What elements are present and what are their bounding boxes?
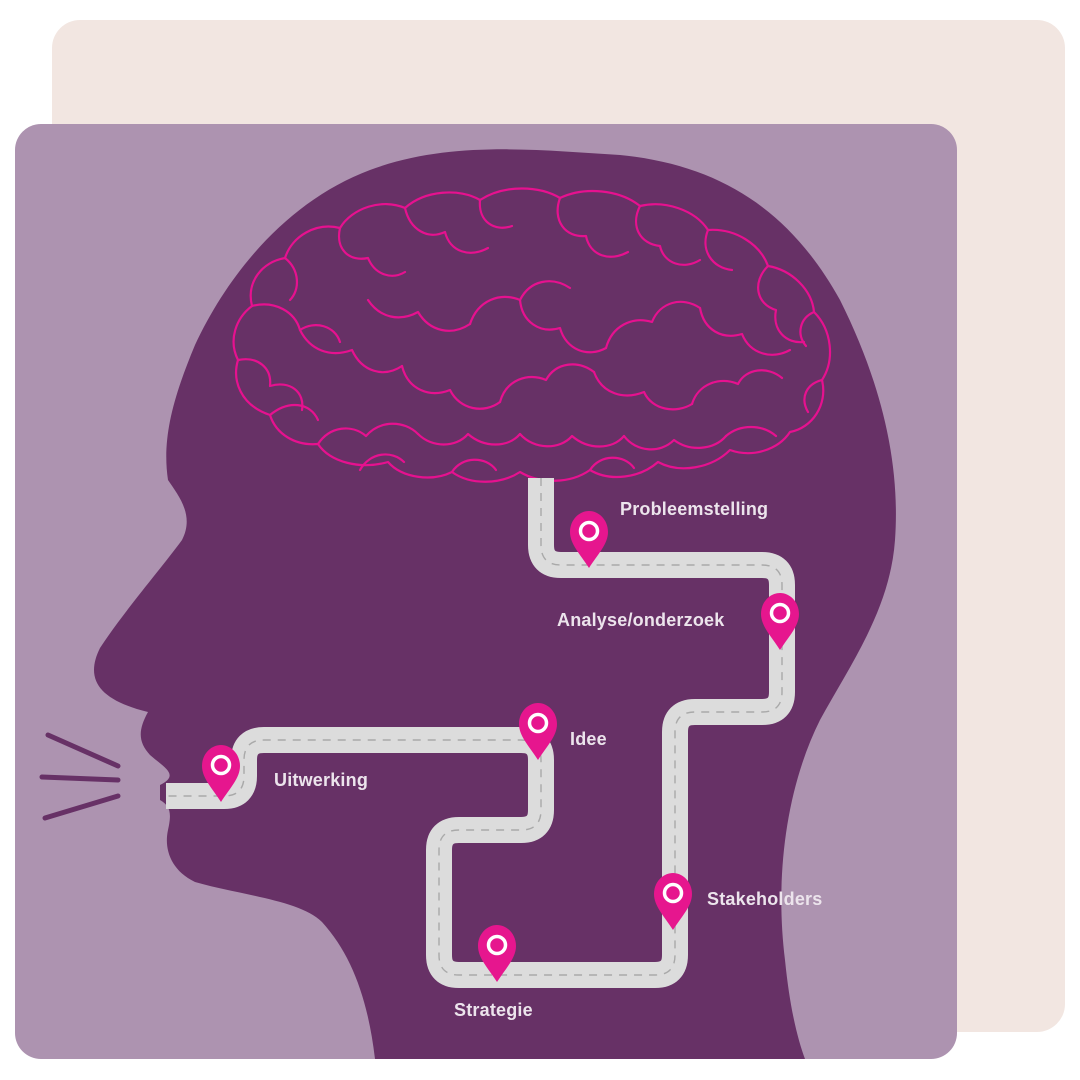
brain-fold xyxy=(518,432,626,448)
brain-fold xyxy=(478,198,514,229)
brain-fold xyxy=(236,358,304,412)
speech-line-top xyxy=(45,732,121,769)
brain-fold xyxy=(757,264,806,344)
speech-line-middle xyxy=(39,774,121,783)
brain-fold xyxy=(803,378,824,414)
brain-icon xyxy=(232,187,832,483)
brain-fold xyxy=(588,456,636,472)
brain-fold xyxy=(704,228,734,272)
label-strategie: Strategie xyxy=(454,1000,533,1020)
brain-fold xyxy=(556,196,630,258)
head-silhouette xyxy=(94,149,896,1059)
label-probleemstelling: Probleemstelling xyxy=(620,499,768,519)
label-idee: Idee xyxy=(570,729,607,749)
brain-fold xyxy=(592,370,694,411)
brain-fold xyxy=(316,422,420,446)
speech-line-bottom xyxy=(42,793,121,821)
brain-fold xyxy=(450,458,498,474)
brain-fold xyxy=(698,306,792,356)
speech-lines-icon xyxy=(39,732,121,821)
brain-fold xyxy=(498,363,596,404)
brain-fold xyxy=(799,310,816,348)
brain-fold xyxy=(724,425,778,438)
journey-road xyxy=(166,478,795,988)
label-stakeholders: Stakeholders xyxy=(707,889,822,909)
brain-fold xyxy=(337,226,407,277)
brain-fold xyxy=(622,434,728,451)
brain-fold xyxy=(604,300,702,350)
brain-fold xyxy=(634,204,702,266)
brain-fold xyxy=(690,369,784,406)
brain-fold xyxy=(366,298,472,332)
brain-fold xyxy=(268,403,320,422)
brain-fold xyxy=(298,328,404,374)
brain-fold xyxy=(283,256,298,302)
label-uitwerking: Uitwerking xyxy=(274,770,368,790)
brain-fold xyxy=(400,364,502,410)
brain-fold xyxy=(403,206,490,254)
brain-outline xyxy=(232,187,832,483)
road-center-dash xyxy=(166,478,783,976)
brain-fold xyxy=(416,432,522,446)
brain-fold xyxy=(518,298,608,354)
label-analyse: Analyse/onderzoek xyxy=(557,610,725,630)
brain-fold xyxy=(358,453,406,472)
